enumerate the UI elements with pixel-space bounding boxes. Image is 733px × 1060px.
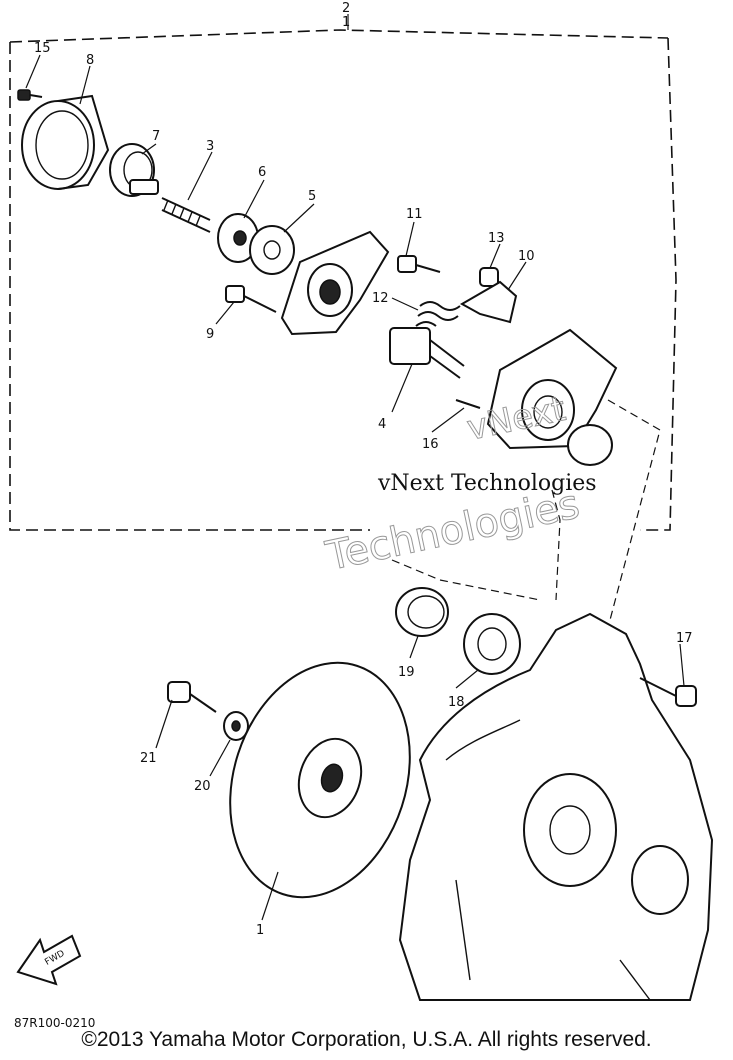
part-4-fitting	[389, 327, 465, 379]
callout-19: 19	[398, 665, 415, 680]
callout-13: 13	[488, 231, 505, 246]
callout-21: 21	[140, 751, 157, 766]
assembly-leader-lines	[391, 399, 661, 621]
part-13-nut	[479, 267, 499, 287]
callout-18: 18	[448, 695, 465, 710]
assembly-boundary	[9, 29, 677, 531]
callout-2: 2	[342, 1, 350, 16]
callout-8: 8	[86, 53, 94, 68]
part-12-spring	[415, 301, 461, 327]
callout-1-top: 1	[342, 15, 350, 30]
callout-6: 6	[258, 165, 266, 180]
part-9-bolt	[225, 285, 277, 313]
callout-12: 12	[372, 291, 389, 306]
callout-4: 4	[378, 417, 386, 432]
part-6-cam	[217, 213, 259, 263]
part-21-bolt	[167, 681, 217, 713]
copyright-notice: ©2013 Yamaha Motor Corporation, U.S.A. A…	[81, 1028, 652, 1051]
callout-20: 20	[194, 779, 211, 794]
part-1-disk	[229, 661, 411, 899]
part-8-cover	[21, 94, 110, 190]
part-10-lever	[459, 280, 518, 324]
part-11-bolt	[397, 255, 441, 273]
engine-crankcase	[398, 612, 714, 1001]
fwd-arrow-icon: FWD	[16, 934, 82, 986]
catalog-code: 87R100-0210	[14, 1016, 96, 1030]
callout-5: 5	[308, 189, 316, 204]
callout-11: 11	[406, 207, 423, 222]
part-19-plug	[395, 587, 449, 637]
part-20-washer	[223, 711, 249, 741]
watermark-text: vNext Technologies	[377, 471, 597, 496]
part-15-screw	[17, 89, 43, 101]
callout-10: 10	[518, 249, 535, 264]
callouts: 2 1 15 8 7 3 6 5 9 11 13 10 12 4 16 19 1…	[25, 1, 693, 938]
callout-1: 1	[256, 923, 264, 938]
part-16-pin	[455, 399, 481, 409]
callout-9: 9	[206, 327, 214, 342]
callout-7: 7	[152, 129, 160, 144]
valve-housing	[280, 230, 390, 336]
part-7-plug	[109, 143, 159, 197]
callout-15: 15	[34, 41, 51, 56]
part-18-oil-seal	[463, 613, 521, 675]
callout-16: 16	[422, 437, 439, 452]
callout-17: 17	[676, 631, 693, 646]
watermark: vNext Technologies vNext Technologies	[321, 389, 597, 581]
part-3-threaded-shaft	[161, 197, 211, 233]
watermark-outline-line2: Technologies	[322, 481, 584, 580]
part-14-valve-body	[486, 328, 618, 466]
callout-3: 3	[206, 139, 214, 154]
part-5-washer	[249, 225, 295, 275]
